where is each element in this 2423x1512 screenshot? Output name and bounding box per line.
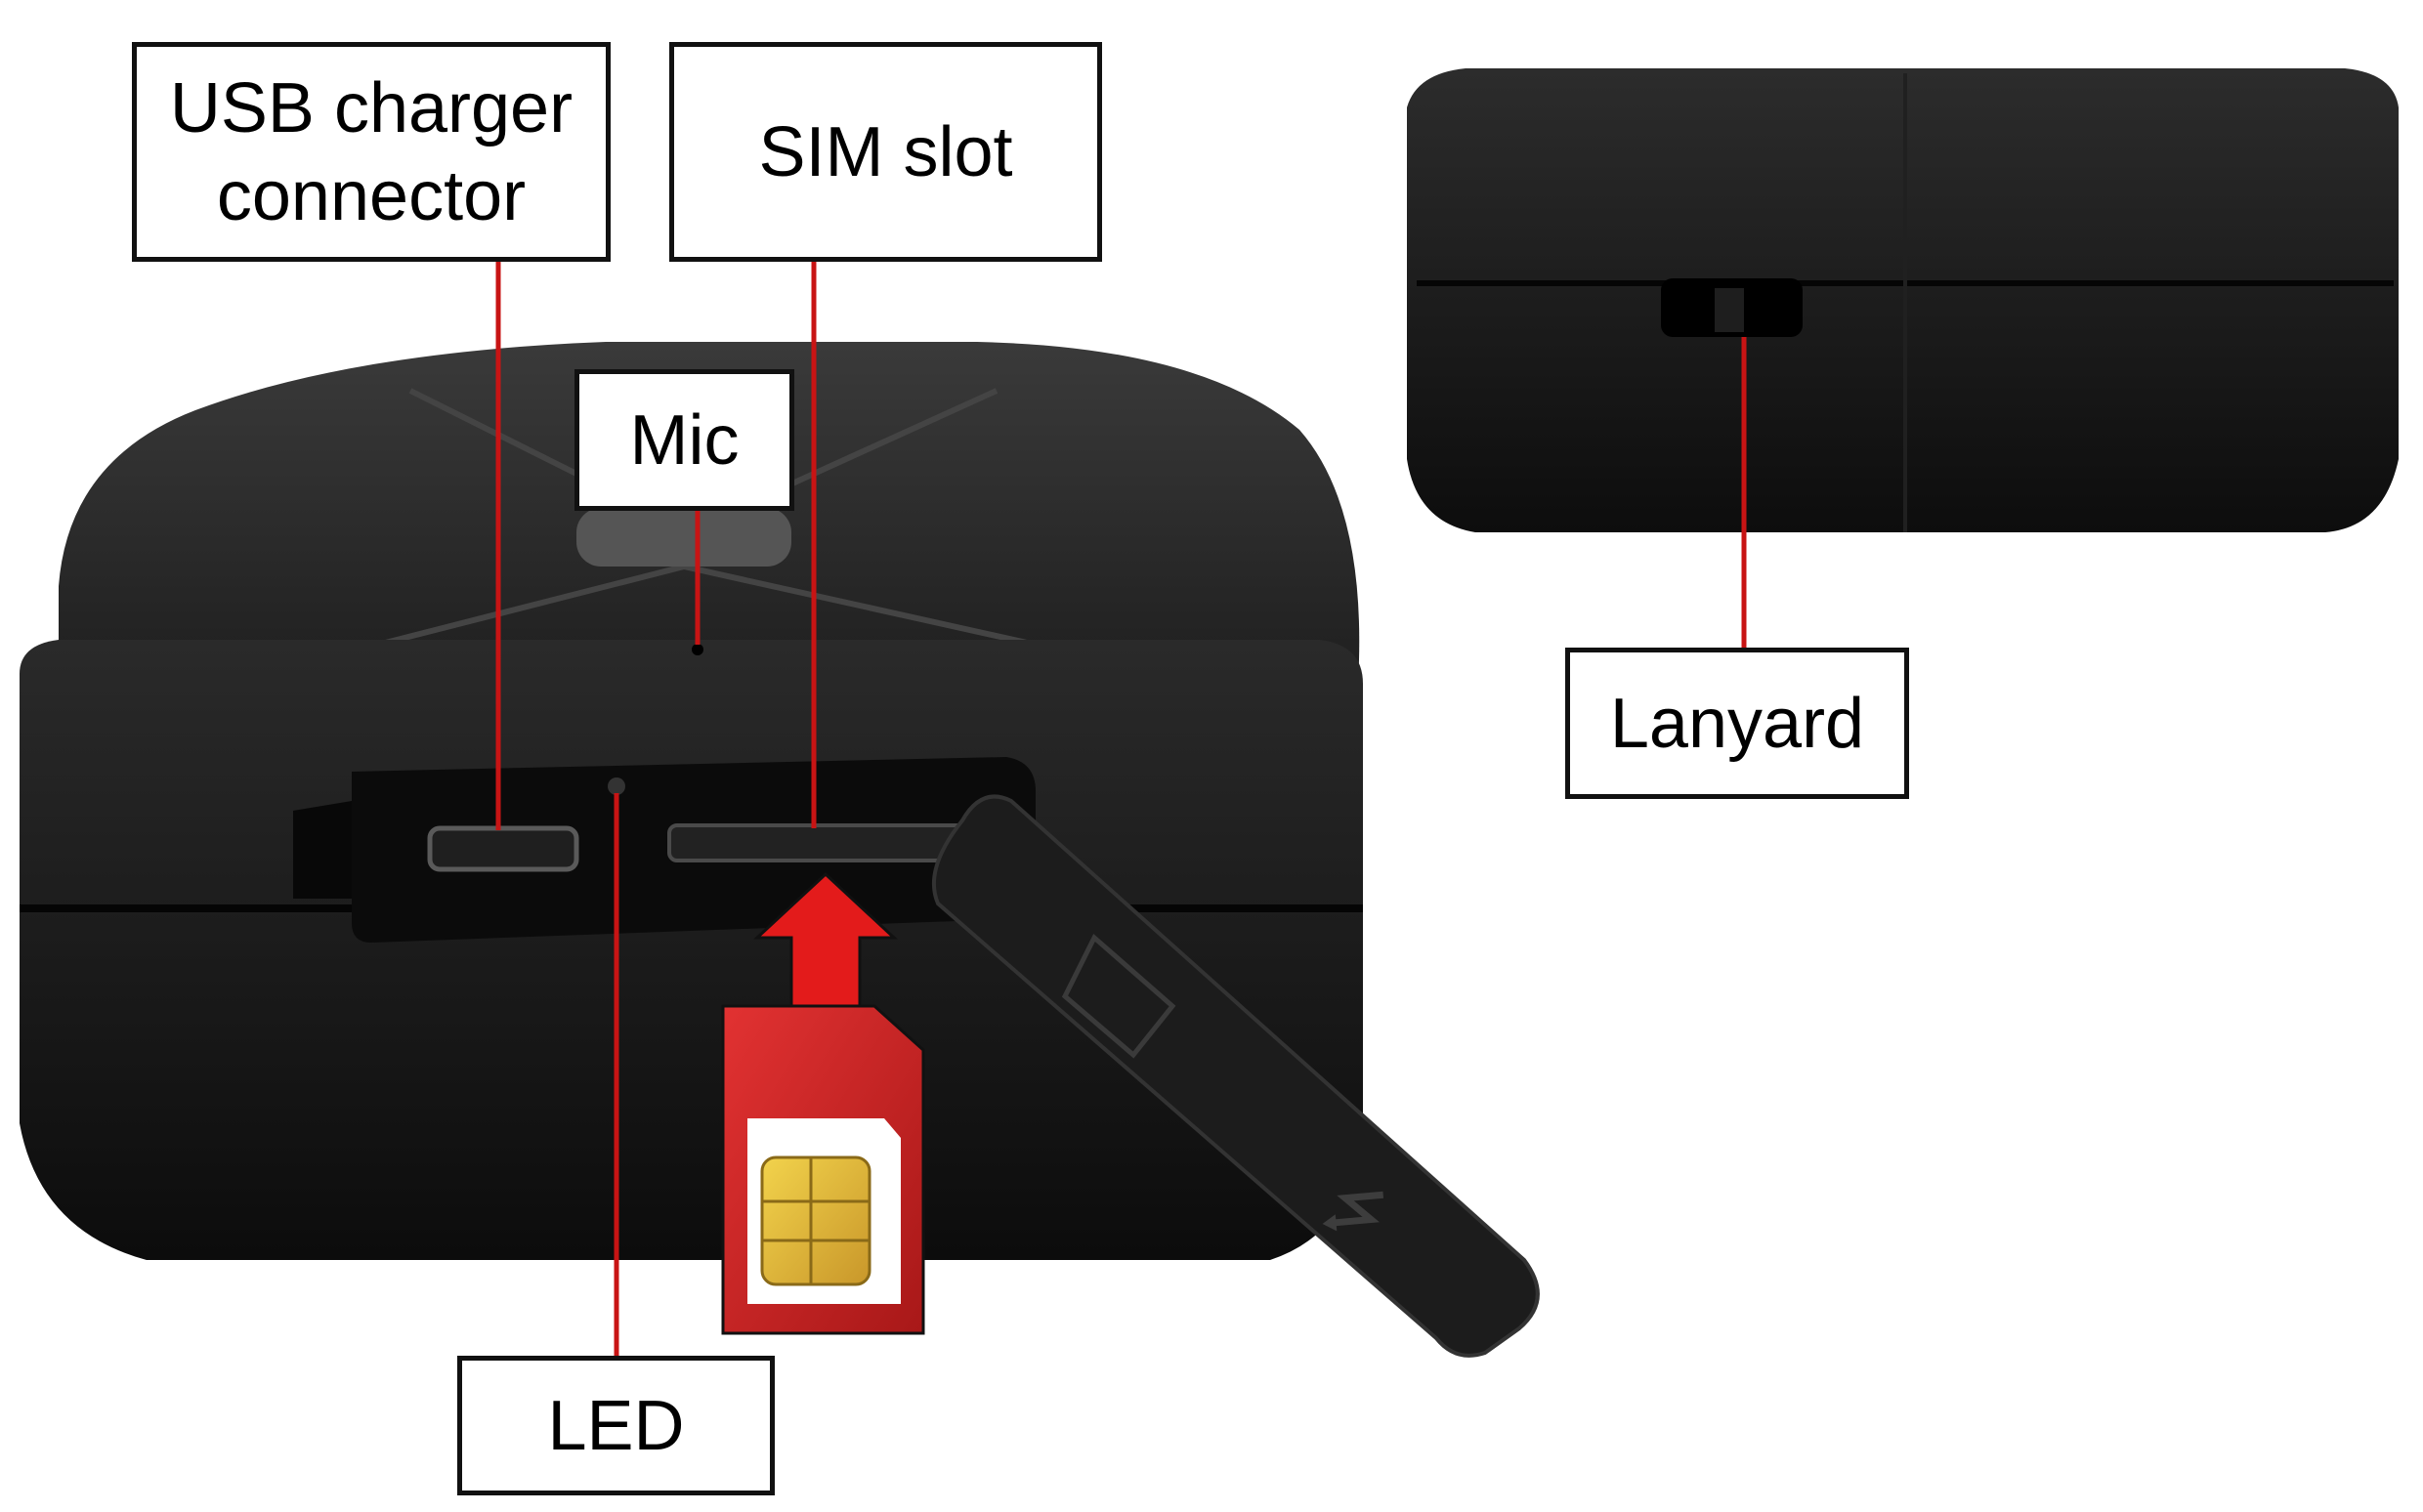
rubber-port-cover: ⭍ — [931, 794, 1540, 1358]
gps-tracker-side-view — [1407, 68, 2399, 532]
sim-slot-opening — [667, 823, 974, 862]
sim-chip — [760, 1155, 871, 1286]
sim-card — [721, 1004, 925, 1335]
gps-tracker-front-view — [20, 342, 1363, 1260]
insert-arrow-icon — [753, 871, 898, 1008]
label-sim-slot: SIM slot — [669, 42, 1102, 262]
leader-lines — [495, 259, 1747, 1358]
top-light-window — [576, 508, 791, 567]
label-lanyard-text: Lanyard — [1609, 684, 1865, 763]
mic-hole — [692, 644, 703, 655]
label-usb-line-2: connector — [216, 156, 527, 235]
label-usb-charger-connector: USB charger connector — [132, 42, 611, 262]
label-usb-line-1: USB charger — [169, 68, 574, 147]
led-hole — [608, 777, 625, 795]
label-lanyard: Lanyard — [1565, 648, 1909, 799]
label-led: LED — [457, 1356, 775, 1495]
label-mic: Mic — [574, 369, 794, 511]
side-notch — [293, 801, 352, 899]
label-led-text: LED — [547, 1386, 685, 1465]
usb-port — [427, 825, 579, 872]
label-sim-slot-text: SIM slot — [758, 112, 1013, 191]
label-mic-text: Mic — [629, 400, 740, 480]
